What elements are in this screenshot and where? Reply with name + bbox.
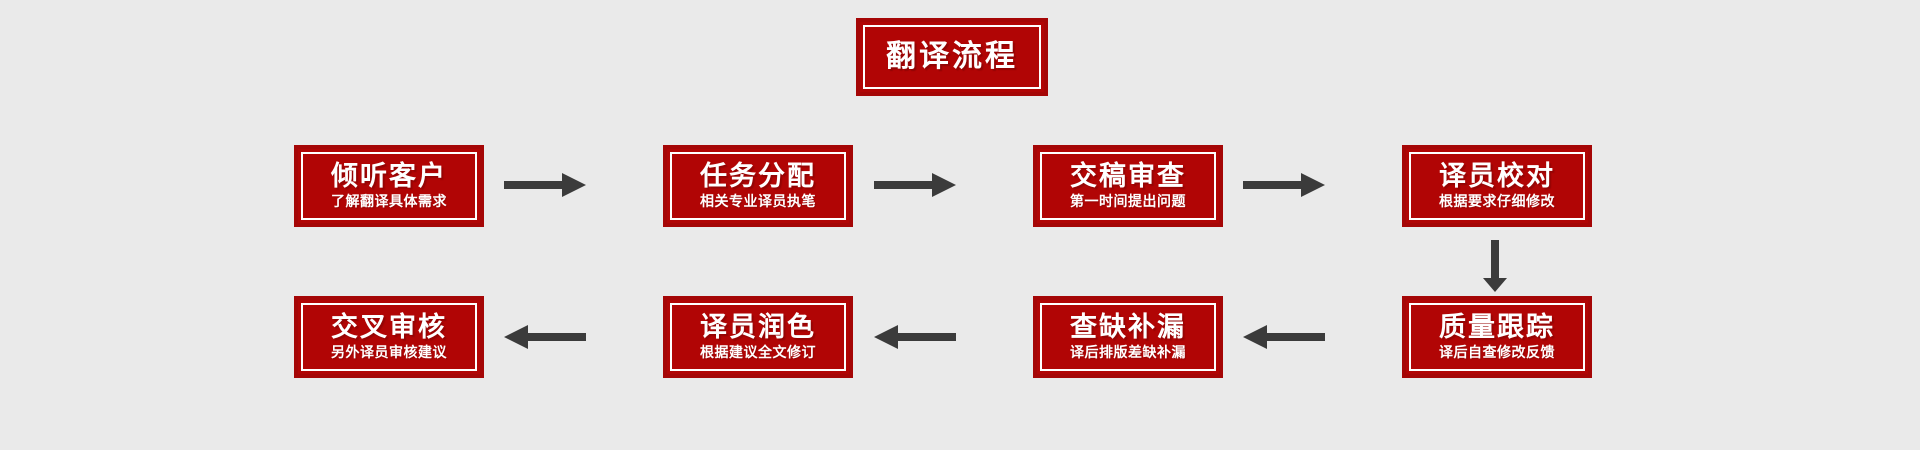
process-node-step-4-title: 译员校对 [1439, 161, 1555, 193]
arrow-right-icon-1-2 [504, 173, 586, 197]
arrow-left-icon-6-7 [874, 325, 956, 349]
process-node-step-6[interactable]: 查缺补漏 译后排版差缺补漏 [1033, 296, 1223, 378]
process-node-step-4[interactable]: 译员校对 根据要求仔细修改 [1402, 145, 1592, 227]
process-node-step-3-subtitle: 第一时间提出问题 [1070, 193, 1186, 210]
process-node-step-1[interactable]: 倾听客户 了解翻译具体需求 [294, 145, 484, 227]
process-node-step-3-inner: 交稿审查 第一时间提出问题 [1040, 152, 1216, 220]
process-node-step-1-title: 倾听客户 [331, 161, 447, 193]
process-node-step-3-title: 交稿审查 [1070, 161, 1186, 193]
process-node-step-7[interactable]: 译员润色 根据建议全文修订 [663, 296, 853, 378]
process-node-step-6-title: 查缺补漏 [1070, 312, 1186, 344]
process-node-step-5-subtitle: 译后自查修改反馈 [1439, 344, 1555, 361]
process-node-step-1-subtitle: 了解翻译具体需求 [331, 193, 447, 210]
process-node-step-8-subtitle: 另外译员审核建议 [331, 344, 447, 361]
process-node-step-7-inner: 译员润色 根据建议全文修订 [670, 303, 846, 371]
process-node-step-8-title: 交叉审核 [331, 312, 447, 344]
process-node-step-3[interactable]: 交稿审查 第一时间提出问题 [1033, 145, 1223, 227]
diagram-title-label: 翻译流程 [886, 39, 1018, 75]
arrow-left-icon-5-6 [1243, 325, 1325, 349]
process-node-step-5[interactable]: 质量跟踪 译后自查修改反馈 [1402, 296, 1592, 378]
arrow-right-icon-3-4 [1243, 173, 1325, 197]
diagram-title-box: 翻译流程 [856, 18, 1048, 96]
process-node-step-8[interactable]: 交叉审核 另外译员审核建议 [294, 296, 484, 378]
diagram-title-inner: 翻译流程 [863, 25, 1041, 89]
process-node-step-4-subtitle: 根据要求仔细修改 [1439, 193, 1555, 210]
process-node-step-1-inner: 倾听客户 了解翻译具体需求 [301, 152, 477, 220]
process-node-step-5-inner: 质量跟踪 译后自查修改反馈 [1409, 303, 1585, 371]
process-node-step-6-subtitle: 译后排版差缺补漏 [1070, 344, 1186, 361]
process-node-step-2-subtitle: 相关专业译员执笔 [700, 193, 816, 210]
process-node-step-5-title: 质量跟踪 [1439, 312, 1555, 344]
arrow-right-icon-2-3 [874, 173, 956, 197]
process-node-step-2-title: 任务分配 [700, 161, 816, 193]
process-node-step-7-subtitle: 根据建议全文修订 [700, 344, 816, 361]
process-node-step-2[interactable]: 任务分配 相关专业译员执笔 [663, 145, 853, 227]
process-node-step-4-inner: 译员校对 根据要求仔细修改 [1409, 152, 1585, 220]
arrow-left-icon-7-8 [504, 325, 586, 349]
process-node-step-7-title: 译员润色 [700, 312, 816, 344]
process-node-step-8-inner: 交叉审核 另外译员审核建议 [301, 303, 477, 371]
arrow-down-icon-4-5 [1483, 240, 1507, 292]
process-node-step-6-inner: 查缺补漏 译后排版差缺补漏 [1040, 303, 1216, 371]
process-node-step-2-inner: 任务分配 相关专业译员执笔 [670, 152, 846, 220]
